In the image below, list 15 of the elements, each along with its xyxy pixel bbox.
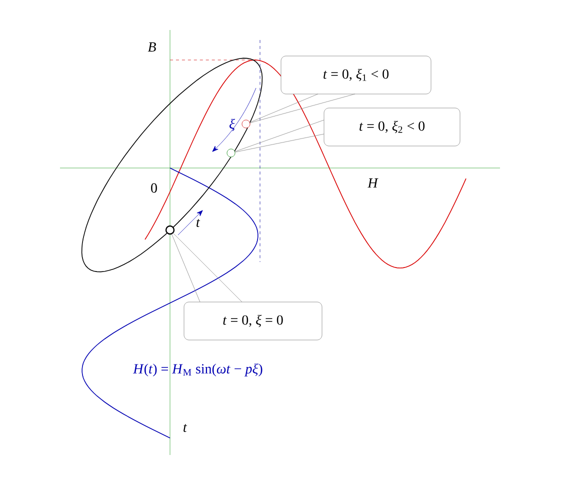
- callout-pointer: [172, 233, 242, 302]
- axis-label: t: [184, 424, 188, 432]
- axis-label: B: [148, 42, 156, 52]
- formula-label: H(t) = H$_{M}$ sin(ωt − pξ): [133, 364, 262, 376]
- callout-pointer: [234, 120, 324, 152]
- point-marker: [242, 120, 250, 128]
- axis-label: 0: [151, 183, 157, 193]
- callout-box: t = 0, ξ$_{2}$ < 0: [324, 108, 460, 146]
- axis-label: ξ: [230, 118, 235, 132]
- callout-box: t = 0, ξ = 0: [184, 302, 322, 340]
- axis-label: H: [368, 178, 378, 188]
- callout-box: t = 0, ξ$_{1}$ < 0: [280, 56, 432, 94]
- axis-label: t: [196, 219, 200, 227]
- point-marker: [165, 225, 175, 235]
- point-marker: [226, 148, 236, 158]
